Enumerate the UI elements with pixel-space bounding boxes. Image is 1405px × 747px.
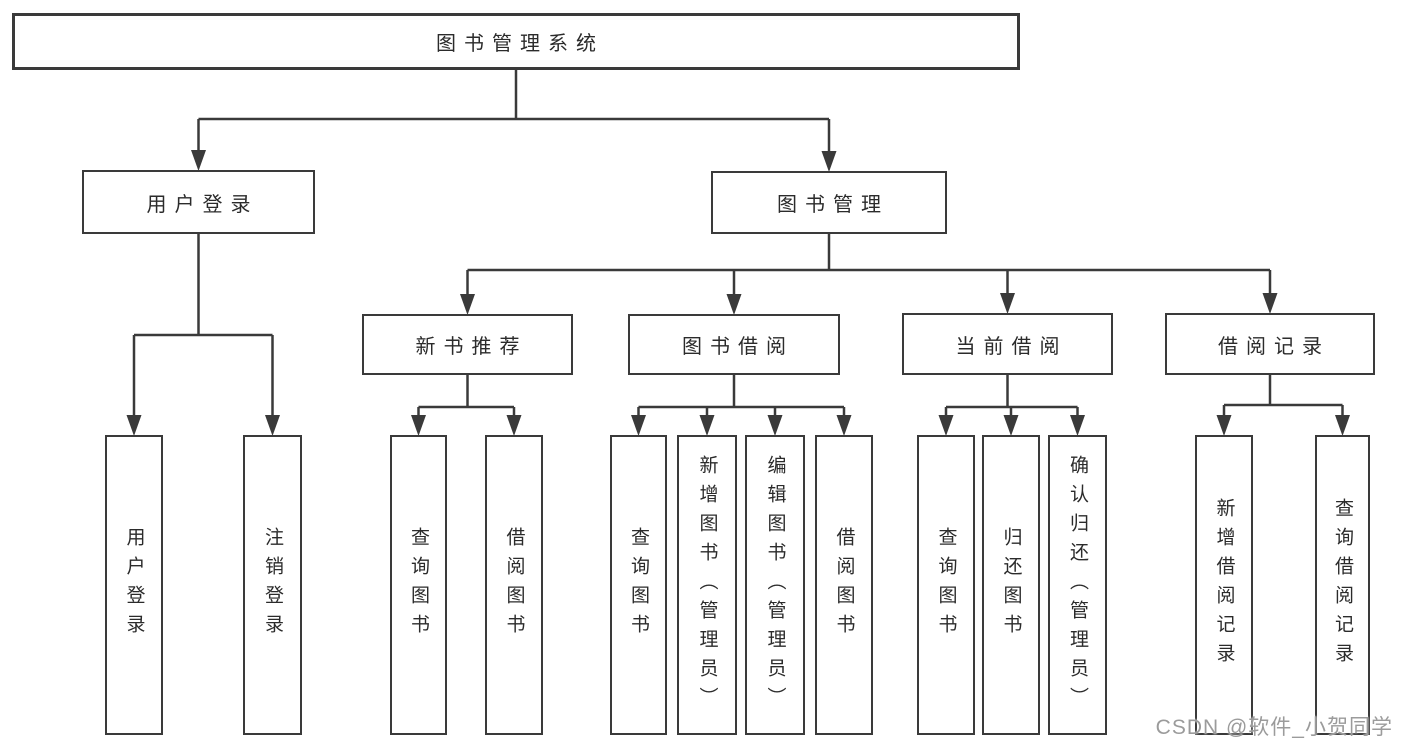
node-root: 图书管理系统 [12,13,1020,70]
node-leaf-nb-borrow: 借阅图书 [485,435,543,735]
node-label-new-book: 新书推荐 [415,336,528,358]
node-leaf-bb-borrow: 借阅图书 [815,435,873,735]
node-current-borrow: 当前借阅 [902,313,1113,375]
node-label-leaf-bb-add: 新增图书（管理员） [696,454,718,716]
node-new-book: 新书推荐 [362,314,573,375]
node-leaf-login: 用户登录 [105,435,163,735]
watermark: CSDN @软件_小贺同学 [1155,716,1393,739]
node-leaf-nb-query: 查询图书 [390,435,447,735]
node-label-leaf-logout: 注销登录 [262,527,283,643]
node-label-leaf-rec-add: 新增借阅记录 [1213,498,1235,672]
node-label-book-borrow: 图书借阅 [682,336,794,358]
node-user-login: 用户登录 [82,170,315,234]
node-leaf-rec-add: 新增借阅记录 [1195,435,1253,735]
node-label-leaf-bb-query: 查询图书 [628,527,649,643]
node-label-leaf-cb-confirm: 确认归还（管理员） [1067,454,1088,716]
node-label-leaf-bb-edit: 编辑图书（管理员） [764,454,786,716]
node-label-leaf-login: 用户登录 [123,527,145,643]
node-leaf-bb-add: 新增图书（管理员） [677,435,737,735]
node-label-leaf-cb-query: 查询图书 [935,527,957,643]
node-leaf-bb-query: 查询图书 [610,435,667,735]
node-leaf-cb-return: 归还图书 [982,435,1040,735]
node-label-leaf-nb-borrow: 借阅图书 [503,527,525,643]
node-label-current-borrow: 当前借阅 [955,335,1068,358]
node-leaf-logout: 注销登录 [243,435,302,735]
node-label-leaf-nb-query: 查询图书 [408,527,429,643]
node-borrow-record: 借阅记录 [1165,313,1375,375]
node-leaf-bb-edit: 编辑图书（管理员） [745,435,805,735]
node-label-leaf-rec-query: 查询借阅记录 [1332,498,1353,672]
node-label-book-mgmt: 图书管理 [777,194,889,216]
node-label-root: 图书管理系统 [436,33,604,55]
node-label-user-login: 用户登录 [146,193,259,216]
node-label-borrow-record: 借阅记录 [1218,335,1330,358]
node-book-borrow: 图书借阅 [628,314,840,375]
node-label-leaf-cb-return: 归还图书 [1000,527,1022,643]
node-leaf-rec-query: 查询借阅记录 [1315,435,1370,735]
node-leaf-cb-confirm: 确认归还（管理员） [1048,435,1107,735]
node-book-mgmt: 图书管理 [711,171,947,234]
node-label-leaf-bb-borrow: 借阅图书 [833,527,855,643]
node-leaf-cb-query: 查询图书 [917,435,975,735]
